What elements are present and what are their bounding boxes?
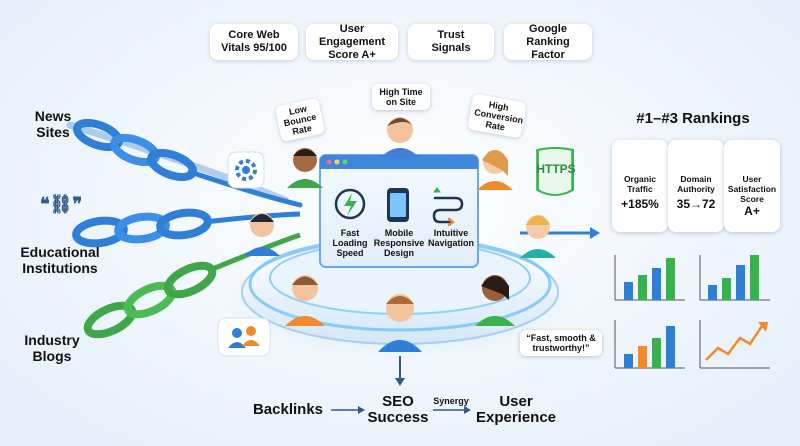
person-top-right: [477, 150, 513, 190]
bubble-customer-quote: “Fast, smooth & trustworthy!”: [520, 330, 602, 356]
feature-intuitive-navigation: Intuitive Navigation: [427, 228, 474, 248]
flow-seo-success: SEO Success: [367, 393, 429, 426]
card-value: A+: [744, 204, 760, 218]
https-label: HTTPS: [536, 162, 576, 176]
source-industry-blogs: Industry Blogs: [24, 332, 80, 364]
person-right: [520, 215, 556, 258]
person-top-left: [287, 148, 323, 188]
bar-chart-3: [614, 320, 685, 369]
card-value: +185%: [621, 197, 659, 211]
person-left: [244, 213, 280, 256]
source-news-sites: News Sites: [34, 108, 72, 140]
mobile-icon: [387, 188, 409, 222]
rankings-title: #1–#3 Rankings: [636, 110, 750, 127]
metric-core-web-vitals: Core Web Vitals 95/100: [210, 24, 298, 60]
metric-trust-signals: Trust Signals: [408, 24, 494, 60]
flow-synergy: Synergy: [433, 396, 469, 406]
gear-icon: [227, 151, 265, 189]
metric-user-engagement: User Engagement Score A+: [306, 23, 398, 61]
card-organic-traffic: Organic Traffic +185%: [612, 140, 668, 232]
person-bottom-left: [285, 275, 325, 326]
chain-edu: [72, 208, 301, 248]
card-user-satisfaction: User Satisfaction Score A+: [724, 140, 780, 232]
flow-user-experience: User Experience: [475, 393, 557, 426]
bubble-high-time-on-site: High Time on Site: [372, 84, 430, 110]
metric-google-ranking: Google Ranking Factor: [504, 23, 592, 61]
person-bottom-right: [475, 275, 515, 326]
speed-icon: [334, 188, 366, 220]
bar-chart-2: [699, 255, 770, 301]
source-educational-institutions: Educational Institutions: [20, 244, 100, 276]
community-icon: [217, 317, 271, 357]
feature-mobile-responsive: Mobile Responsive Design: [373, 228, 425, 258]
chain-news: [66, 118, 303, 208]
card-domain-authority: Domain Authority 35→72: [668, 140, 724, 232]
card-value: 35→72: [676, 197, 716, 211]
line-chart: [699, 320, 770, 369]
feature-fast-loading: Fast Loading Speed: [332, 228, 368, 258]
bar-chart-1: [614, 255, 685, 301]
navigation-icon: [432, 187, 464, 227]
person-top: [380, 117, 420, 158]
card-label: Domain Authority: [677, 174, 715, 194]
person-bottom: [378, 294, 422, 352]
flow-backlinks: Backlinks: [252, 401, 324, 418]
https-badge: [536, 147, 575, 196]
card-label: Organic Traffic: [623, 174, 657, 194]
card-label: User Satisfaction Score: [727, 174, 777, 204]
link-icon: ❝⛓❞: [40, 194, 83, 214]
